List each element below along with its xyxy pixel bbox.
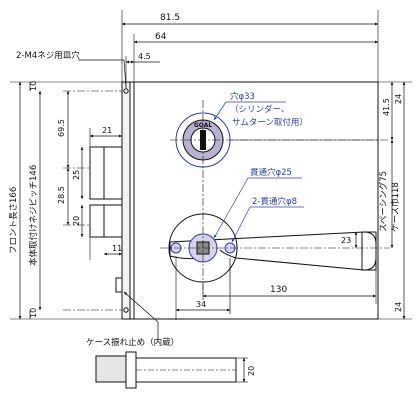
- dim-10-top: 10: [29, 81, 38, 91]
- label-case-width: ケース巾118: [390, 182, 401, 232]
- lever-grip: [361, 231, 377, 271]
- dim-64: 64: [155, 32, 167, 42]
- latch-stop-tab: [115, 277, 123, 293]
- deadbolt: [89, 146, 123, 200]
- latch-stop-detail: [95, 351, 248, 389]
- front-plate: [121, 81, 131, 320]
- dimension-lines: [18, 22, 406, 320]
- centre-lines: [63, 90, 390, 311]
- dim-69-5: 69.5: [57, 119, 66, 137]
- dim-41-5: 41.5: [382, 98, 391, 116]
- label-latch-stop: ケース振れ止め（内蔵）: [86, 337, 179, 348]
- dim-20-pin: 20: [247, 366, 256, 376]
- note-cylinder: （シリンダー、: [230, 104, 289, 115]
- bolts: [89, 146, 123, 293]
- dim-24-top: 24: [394, 94, 403, 104]
- note-hole-25: 貫通穴φ25: [250, 167, 292, 178]
- label-screw-hole: 2-M4ネジ用皿穴: [16, 50, 80, 61]
- latch-bolt: [89, 204, 123, 238]
- dim-34: 34: [196, 300, 206, 309]
- dim-20: 20: [72, 216, 81, 226]
- dim-23: 23: [341, 236, 351, 245]
- dim-4-5: 4.5: [138, 52, 151, 61]
- screw-hole-top: [123, 88, 129, 94]
- dim-10-bottom: 10: [29, 308, 38, 318]
- label-mount-pitch: 本体取付けネジピッチ146: [28, 165, 39, 266]
- annotation-texts: フロント長さ166 本体取付けネジピッチ146 2-M4ネジ用皿穴 スペーシング…: [9, 50, 401, 348]
- dim-25: 25: [72, 170, 81, 180]
- note-hole-8: 2-貫通穴φ8: [252, 196, 297, 207]
- dim-28-5: 28.5: [57, 186, 66, 204]
- dim-11: 11: [112, 244, 122, 253]
- case-outline: [133, 81, 379, 320]
- label-front-length: フロント長さ166: [9, 187, 19, 254]
- extension-lines: [10, 10, 412, 320]
- note-thumbturn: サムターン取付用）: [232, 117, 308, 128]
- dim-21: 21: [102, 126, 112, 135]
- dim-81-5: 81.5: [160, 13, 180, 23]
- lever-handle: [169, 231, 377, 271]
- label-spacing: スペーシング75: [378, 171, 389, 232]
- dimension-texts: 81.5 64 4.5 10 10 69.5 28.5 25 20 21 11 …: [29, 13, 403, 376]
- dim-24-bottom: 24: [394, 302, 403, 312]
- leader-lines: [78, 59, 304, 340]
- screw-hole-bottom: [123, 307, 129, 313]
- dim-130: 130: [270, 285, 287, 295]
- note-hole-33: 穴φ33: [230, 91, 255, 102]
